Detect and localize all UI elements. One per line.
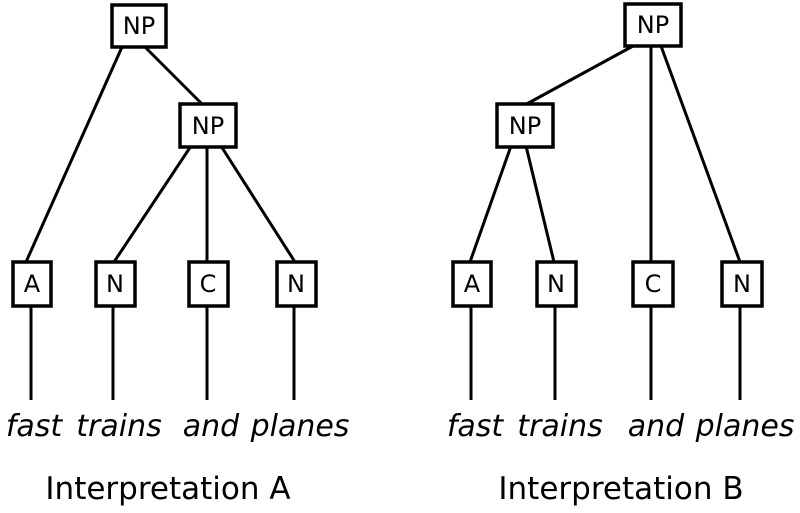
node-box-a-n1 <box>94 260 137 308</box>
node-label-a-root: NP <box>123 12 155 40</box>
node-label-b-n1: N <box>547 270 565 298</box>
edge-a-root-to-adj <box>24 46 124 263</box>
tree-interpretation-a: NP NP A N C N fast trains and planes Int… <box>6 3 350 507</box>
node-label-a-inner: NP <box>192 112 224 140</box>
node-label-a-n2: N <box>287 270 305 298</box>
node-label-b-root: NP <box>637 11 669 39</box>
node-label-b-c: C <box>645 270 662 298</box>
edge-b-root-to-n2 <box>659 45 742 263</box>
node-box-b-n1 <box>535 260 578 308</box>
node-box-b-adj <box>451 260 493 308</box>
node-box-b-inner <box>495 102 555 149</box>
node-box-a-adj <box>11 260 53 308</box>
edge-b-root-to-inner <box>522 44 634 108</box>
word-a-fast: fast <box>6 409 64 444</box>
word-a-and: and <box>183 409 240 444</box>
word-b-trains: trains <box>517 409 602 444</box>
word-a-trains: trains <box>76 409 161 444</box>
node-label-a-n1: N <box>106 270 124 298</box>
node-box-b-root <box>623 2 683 48</box>
edge-b-inner-to-adj <box>468 145 513 263</box>
node-box-b-n2 <box>720 260 764 308</box>
node-box-b-c <box>631 260 675 308</box>
caption-interpretation-b: Interpretation B <box>498 471 743 507</box>
node-label-a-adj: A <box>24 270 41 298</box>
node-box-a-n2 <box>275 260 318 308</box>
node-label-b-inner: NP <box>509 112 541 140</box>
edge-a-root-to-inner <box>143 45 206 108</box>
edge-a-inner-to-n2 <box>219 145 297 263</box>
node-label-b-adj: A <box>464 270 481 298</box>
tree-interpretation-b: NP NP A N C N fast trains and planes Int… <box>447 2 795 507</box>
word-b-fast: fast <box>447 409 505 444</box>
node-box-a-inner <box>178 102 238 149</box>
node-label-b-n2: N <box>733 270 751 298</box>
node-box-a-root <box>110 3 168 49</box>
word-a-planes: planes <box>250 409 350 444</box>
node-box-a-c <box>187 260 230 308</box>
caption-interpretation-a: Interpretation A <box>45 471 290 507</box>
node-label-a-c: C <box>200 270 217 298</box>
edge-a-inner-to-n1 <box>112 145 193 263</box>
word-b-and: and <box>628 409 685 444</box>
word-b-planes: planes <box>695 409 795 444</box>
edge-b-inner-to-n1 <box>524 145 556 263</box>
